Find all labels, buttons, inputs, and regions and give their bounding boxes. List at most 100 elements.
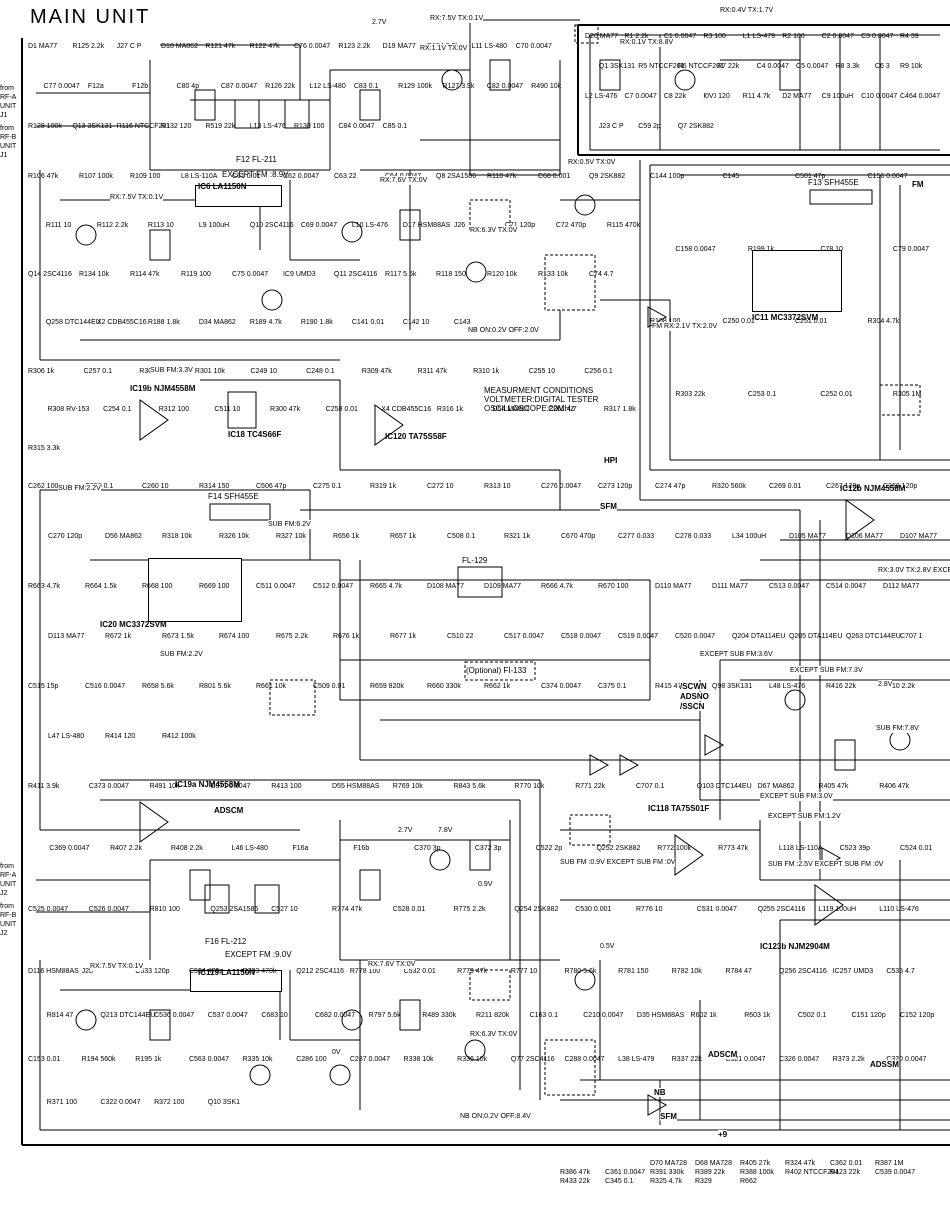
component-label: D17 HSM88AS: [402, 221, 451, 229]
component-label: R303 22k: [675, 390, 706, 398]
f12-label: F12 FL-211: [236, 155, 277, 164]
ic6-label: IC6 LA1150N: [198, 182, 247, 191]
component-label: R373 2.2k: [832, 1055, 865, 1063]
ic119-label: IC119 LA1150N: [198, 968, 255, 977]
component-label: R372 100: [154, 1099, 185, 1107]
component-label: D67 MA862: [757, 783, 795, 790]
component-label: R663 4.7k: [28, 583, 60, 590]
component-label: C144 100p: [650, 173, 685, 180]
component-label: C511 0.0047: [256, 583, 296, 590]
component-label: C274 47p: [655, 483, 686, 490]
component-label: R433 22k: [560, 1178, 590, 1185]
voltage-label: NB ON:0.2V OFF:2.0V: [468, 326, 539, 335]
component-label: Q77 2SC4116: [510, 1055, 555, 1063]
component-label: C151 120p: [851, 1011, 886, 1019]
component-label: R310 1k: [473, 368, 500, 375]
component-label: C288 0.0047: [564, 1055, 605, 1063]
component-label: Q13 3SK131: [72, 123, 113, 130]
component-label: C464 0.0047: [900, 93, 941, 100]
component-label: R6 NTCCF201: [677, 63, 724, 70]
component-label: L34 100uH: [731, 533, 767, 540]
component-label: R389 22k: [695, 1169, 725, 1176]
component-label: R320 560k: [712, 483, 746, 490]
measurement-line3: OSCILLOSCOPE:20MHz: [484, 404, 575, 413]
component-label: R117 5.6k: [385, 270, 417, 278]
component-label: R327 10k: [275, 533, 306, 540]
component-label: C257 0.1: [83, 368, 113, 375]
component-label: R119 100: [181, 270, 211, 278]
ic12b-label: IC12b NJM4558M: [840, 484, 906, 493]
component-label: F16a: [292, 844, 309, 852]
component-label: C326 0.0047: [779, 1055, 820, 1063]
fl15-label: FL-129: [462, 556, 488, 565]
component-label: C273 120p: [598, 483, 633, 490]
component-label: Q98 3SK131: [712, 683, 753, 690]
component-label: R301 10k: [194, 368, 225, 375]
component-label: C61 0.01: [232, 173, 261, 180]
component-label: F16b: [353, 844, 370, 852]
component-label: C272 10: [427, 483, 454, 490]
component-label: C322 0.0047: [100, 1099, 141, 1107]
component-label: R783 470k: [242, 968, 277, 975]
component-label: C6 3: [874, 63, 890, 70]
ic119-block: [190, 970, 282, 992]
component-label: C2 0.0047: [821, 33, 854, 40]
component-label: C78 10: [820, 245, 843, 253]
component-label: R123 2.2k: [338, 43, 371, 50]
component-label: R130 100: [294, 123, 325, 130]
component-label: C1 0.0047: [663, 33, 697, 40]
ic18-label: IC18 TC4S66F: [228, 430, 282, 439]
component-label: R405 47k: [818, 783, 849, 790]
component-label: R113 10: [147, 221, 174, 229]
ic6-block: [195, 185, 282, 207]
component-label: C74 4.7: [589, 270, 614, 278]
component-label: C8 22k: [663, 93, 687, 100]
component-label: C79 0.0047: [892, 245, 930, 253]
voltage-label: 0V: [332, 1048, 341, 1057]
component-label: R676 1k: [332, 633, 360, 640]
f13-label: F13 SFH455E: [808, 178, 859, 187]
net-label: ADSCM: [214, 806, 244, 815]
component-label: D68 MA728: [695, 1160, 732, 1167]
component-label: C152 120p: [900, 1011, 935, 1019]
component-label: R781 150: [618, 968, 649, 975]
component-label: R772 100k: [657, 844, 692, 852]
component-label: C536 0.0047: [154, 1011, 195, 1019]
voltage-label: RX:0.4V TX:1.7V: [720, 6, 774, 15]
component-label: C533 120p: [135, 968, 170, 975]
component-label: C83 0.1: [353, 83, 379, 90]
component-label: C528 0.01: [392, 906, 426, 914]
component-label: C9 100uH: [821, 93, 854, 100]
component-label: R603 1k: [744, 1011, 771, 1019]
ic11-label: IC11 MC3372SVM: [752, 313, 819, 322]
component-label: C362 0.01: [830, 1160, 863, 1167]
component-label: R773 47k: [718, 844, 749, 852]
component-label: C255 10: [528, 368, 556, 375]
component-label: R411 3.9k: [28, 783, 60, 790]
component-label: R211 820k: [475, 1011, 510, 1019]
component-label: C3 0.0047: [861, 33, 894, 40]
component-label: L48 LS-476: [769, 683, 806, 690]
component-label: D19 MA77: [382, 43, 416, 50]
component-label: L119 100uH: [818, 906, 857, 914]
component-label: C210 0.0047: [583, 1011, 624, 1019]
component-label: R115 470k: [606, 221, 641, 229]
component-label: C77 0.0047: [43, 83, 80, 90]
voltage-label: EXCEPT SUB FM:7.3V: [790, 666, 863, 675]
component-label: R325 4.7k: [650, 1178, 682, 1185]
component-label: X4 CDB455C16: [381, 406, 432, 414]
component-label: C70 0.0047: [515, 43, 552, 50]
component-label: C260 10: [142, 483, 169, 490]
component-label: R661 10k: [256, 683, 286, 690]
ic118-label: IC118 TA75S01F: [648, 804, 710, 813]
component-label: C502 0.1: [797, 1011, 827, 1019]
component-label: Q14 2SC4116: [28, 270, 72, 278]
component-label: C286 100: [296, 1055, 327, 1063]
fl-optional-label: (Optional) FI-133: [466, 666, 527, 675]
component-label: C520 0.0047: [674, 633, 716, 640]
component-label: R300 47k: [270, 406, 300, 414]
component-label: R780 5.6k: [564, 968, 597, 975]
input-j1: from RF-A UNIT J1: [0, 85, 17, 119]
component-label: R774 47k: [332, 906, 362, 914]
net-label: SFM: [660, 1112, 677, 1121]
